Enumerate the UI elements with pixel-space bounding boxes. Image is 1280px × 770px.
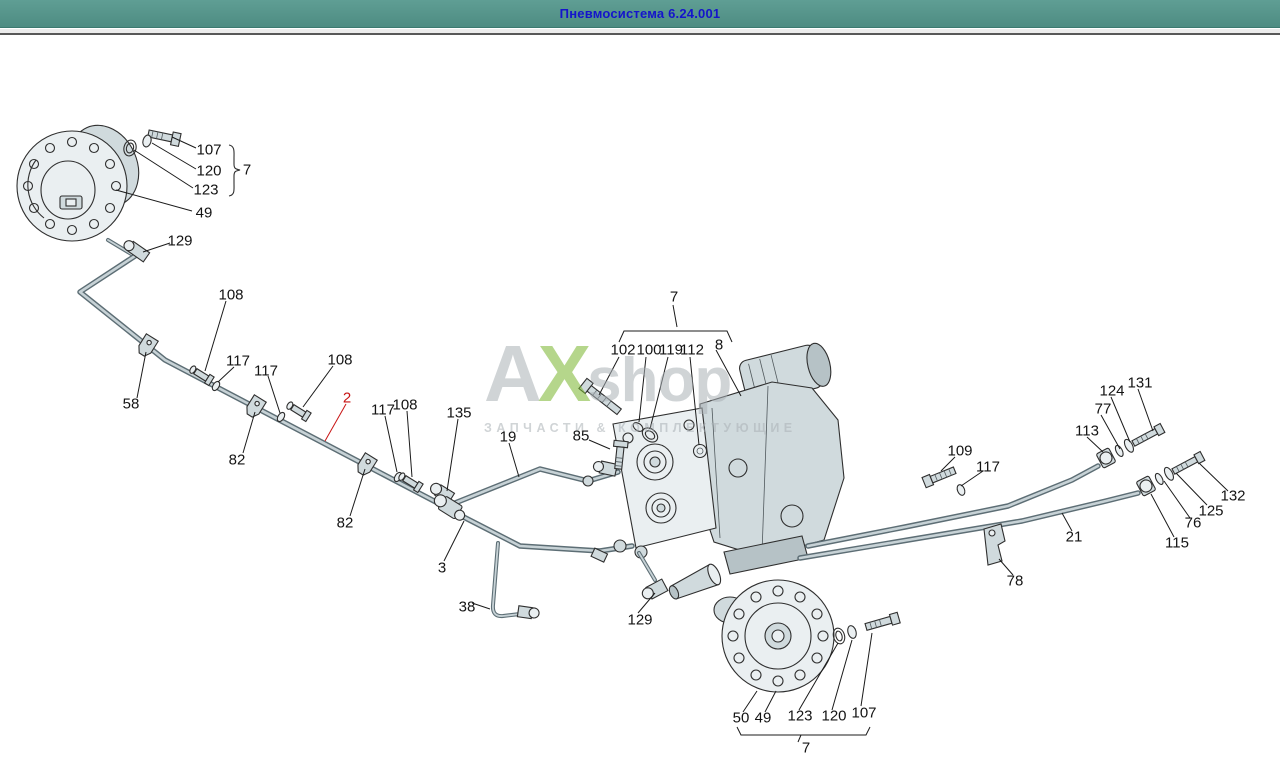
bolt-109 [921,466,957,489]
part-label-108-6: 108 [218,286,244,304]
header-separator [0,33,1280,35]
bracket-78 [983,523,1006,566]
part-label-109-28: 109 [947,442,973,460]
pipe-19 [452,466,621,506]
fitting-set-upper-right [1096,422,1166,469]
part-label-77-32: 77 [1094,400,1112,418]
part-label-49-3: 49 [195,204,213,222]
fitting-19-mid [582,475,594,487]
part-label-131-31: 131 [1127,374,1153,392]
clamp-58 [138,333,159,357]
part-label-78-39: 78 [1006,572,1024,590]
header-subbar [0,29,1280,33]
part-label-129-27: 129 [627,611,653,629]
leader-highlight-2 [324,403,347,442]
part-label-123-2: 123 [193,181,219,199]
part-label-125-35: 125 [1198,502,1224,520]
fitting-129-bottom [641,578,669,600]
fitting-38-end [516,605,540,620]
bolt-108b [286,401,312,423]
leader-lines [115,136,1229,743]
bracket-top-center [618,330,733,343]
part-label-82-16: 82 [336,514,354,532]
bolt-108c [398,472,424,494]
part-label-38-26: 38 [458,598,476,616]
bolt-set-top [123,129,182,157]
part-label-58-9: 58 [122,395,140,413]
pipe-21a [805,463,1101,549]
part-label-117-8: 117 [254,362,278,380]
pipe-21b [797,490,1141,561]
part-label-123-42: 123 [787,707,813,725]
ring-123-bottom [832,627,846,645]
part-label-113-33: 113 [1075,422,1099,440]
cone-part [668,563,722,600]
title-bar: Пневмосистема 6.24.001 [0,0,1280,28]
stud-bolt-bottom [864,611,901,632]
part-label-50-40: 50 [732,709,750,727]
part-label-100-20: 100 [636,341,662,359]
part-label-119-21: 119 [659,341,683,359]
part-label-132-34: 132 [1220,487,1246,505]
part-label-135-14: 135 [446,404,472,422]
tee-fitting [433,494,466,521]
part-label-7-24: 7 [669,288,679,306]
pipe-main [77,238,458,515]
part-label-76-36: 76 [1184,514,1202,532]
part-label-82-15: 82 [228,451,246,469]
part-label-19-17: 19 [499,428,517,446]
part-label-7-4: 7 [242,161,252,179]
port-112 [692,443,708,459]
bolt-85 [612,439,629,470]
part-label-108-10: 108 [327,351,353,369]
clamp-82a [246,394,267,418]
washer-120-bottom [847,625,857,639]
part-label-117-7: 117 [226,352,250,370]
ring-119 [641,427,659,443]
part-label-115-37: 115 [1165,534,1189,552]
washer-117c [956,484,966,496]
brake-chamber-bottom [713,579,835,693]
bolt-102 [578,377,623,416]
part-label-107-44: 107 [851,704,877,722]
pipe-38 [490,541,522,619]
part-label-117-12: 117 [371,401,395,419]
part-label-7-45: 7 [801,739,811,757]
bolt-108a [189,365,215,387]
part-label-49-41: 49 [754,709,772,727]
part-label-85-18: 85 [572,427,590,445]
bracket-bottom-center [736,726,871,743]
part-label-117-29: 117 [976,458,1000,476]
part-label-108-13: 108 [392,396,418,414]
pipe-to-cone [637,551,657,582]
part-label-129-5: 129 [167,232,193,250]
part-label-21-38: 21 [1065,528,1083,546]
brake-chamber-top [16,124,140,242]
part-label-120-1: 120 [196,162,222,180]
part-label-2-11: 2 [342,389,352,407]
washer-117b [276,411,286,423]
fitting-129-top [123,240,151,263]
part-label-120-43: 120 [821,707,847,725]
brace-top-left [228,144,241,197]
part-label-102-19: 102 [610,341,636,359]
fitting-set-lower-right [1136,450,1206,497]
page-title: Пневмосистема 6.24.001 [559,6,721,21]
part-label-112-22: 112 [680,341,704,359]
part-label-3-25: 3 [437,559,447,577]
compressor-assembly [590,342,845,575]
part-label-107-0: 107 [196,141,222,159]
part-label-8-23: 8 [714,336,724,354]
part-label-124-30: 124 [1099,382,1125,400]
